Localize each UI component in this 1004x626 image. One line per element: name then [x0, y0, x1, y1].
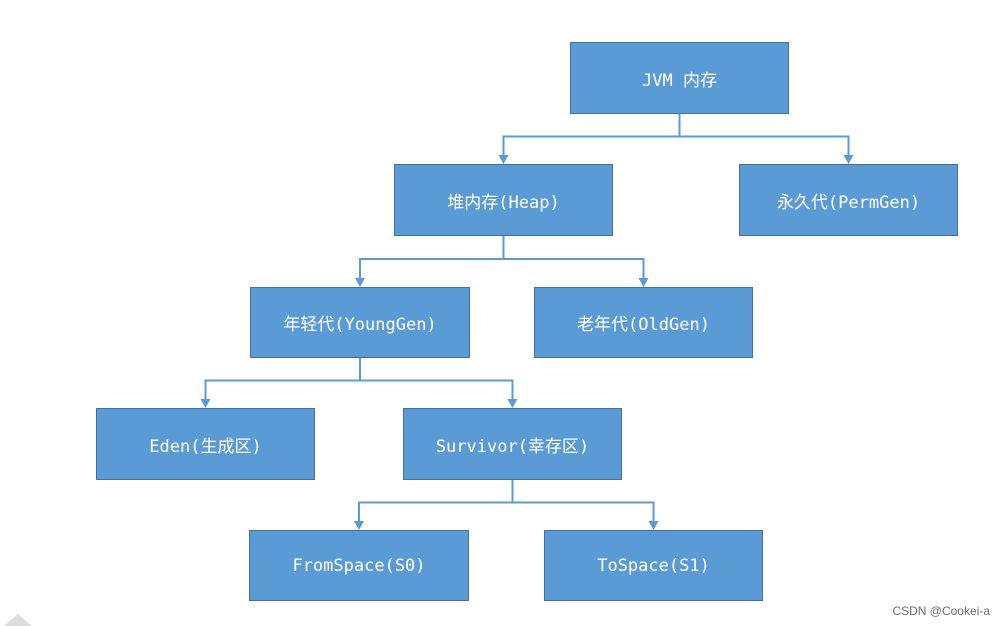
arrowhead-survivor	[507, 399, 518, 408]
corner-decoration	[4, 614, 32, 626]
arrowhead-heap	[498, 155, 509, 164]
arrowhead-young	[355, 278, 365, 287]
node-jvm-memory: JVM 内存	[570, 42, 789, 114]
connector-young-survivor	[359, 358, 514, 400]
arrowhead-old	[638, 278, 649, 287]
connector-survivor-to	[511, 480, 655, 522]
arrowhead-to	[648, 521, 659, 530]
node-heap-memory: 堆内存(Heap)	[394, 164, 613, 236]
arrowhead-from	[354, 521, 364, 530]
node-to-space: ToSpace(S1)	[544, 530, 763, 601]
node-perm-gen: 永久代(PermGen)	[739, 164, 958, 236]
connector-heap-young	[359, 236, 505, 279]
node-young-gen: 年轻代(YoungGen)	[250, 287, 470, 358]
arrowhead-eden	[200, 399, 211, 408]
connector-jvm-perm	[678, 114, 850, 156]
connector-jvm-heap	[502, 114, 681, 156]
node-survivor: Survivor(幸存区)	[403, 408, 622, 480]
node-old-gen: 老年代(OldGen)	[534, 287, 753, 358]
watermark: CSDN @Cookei-a	[892, 604, 990, 618]
node-eden: Eden(生成区)	[96, 408, 315, 480]
node-from-space: FromSpace(S0)	[249, 530, 469, 601]
connector-survivor-from	[358, 480, 514, 522]
arrowhead-perm	[843, 155, 854, 164]
connector-young-eden	[204, 358, 361, 400]
connector-heap-old	[502, 236, 645, 279]
